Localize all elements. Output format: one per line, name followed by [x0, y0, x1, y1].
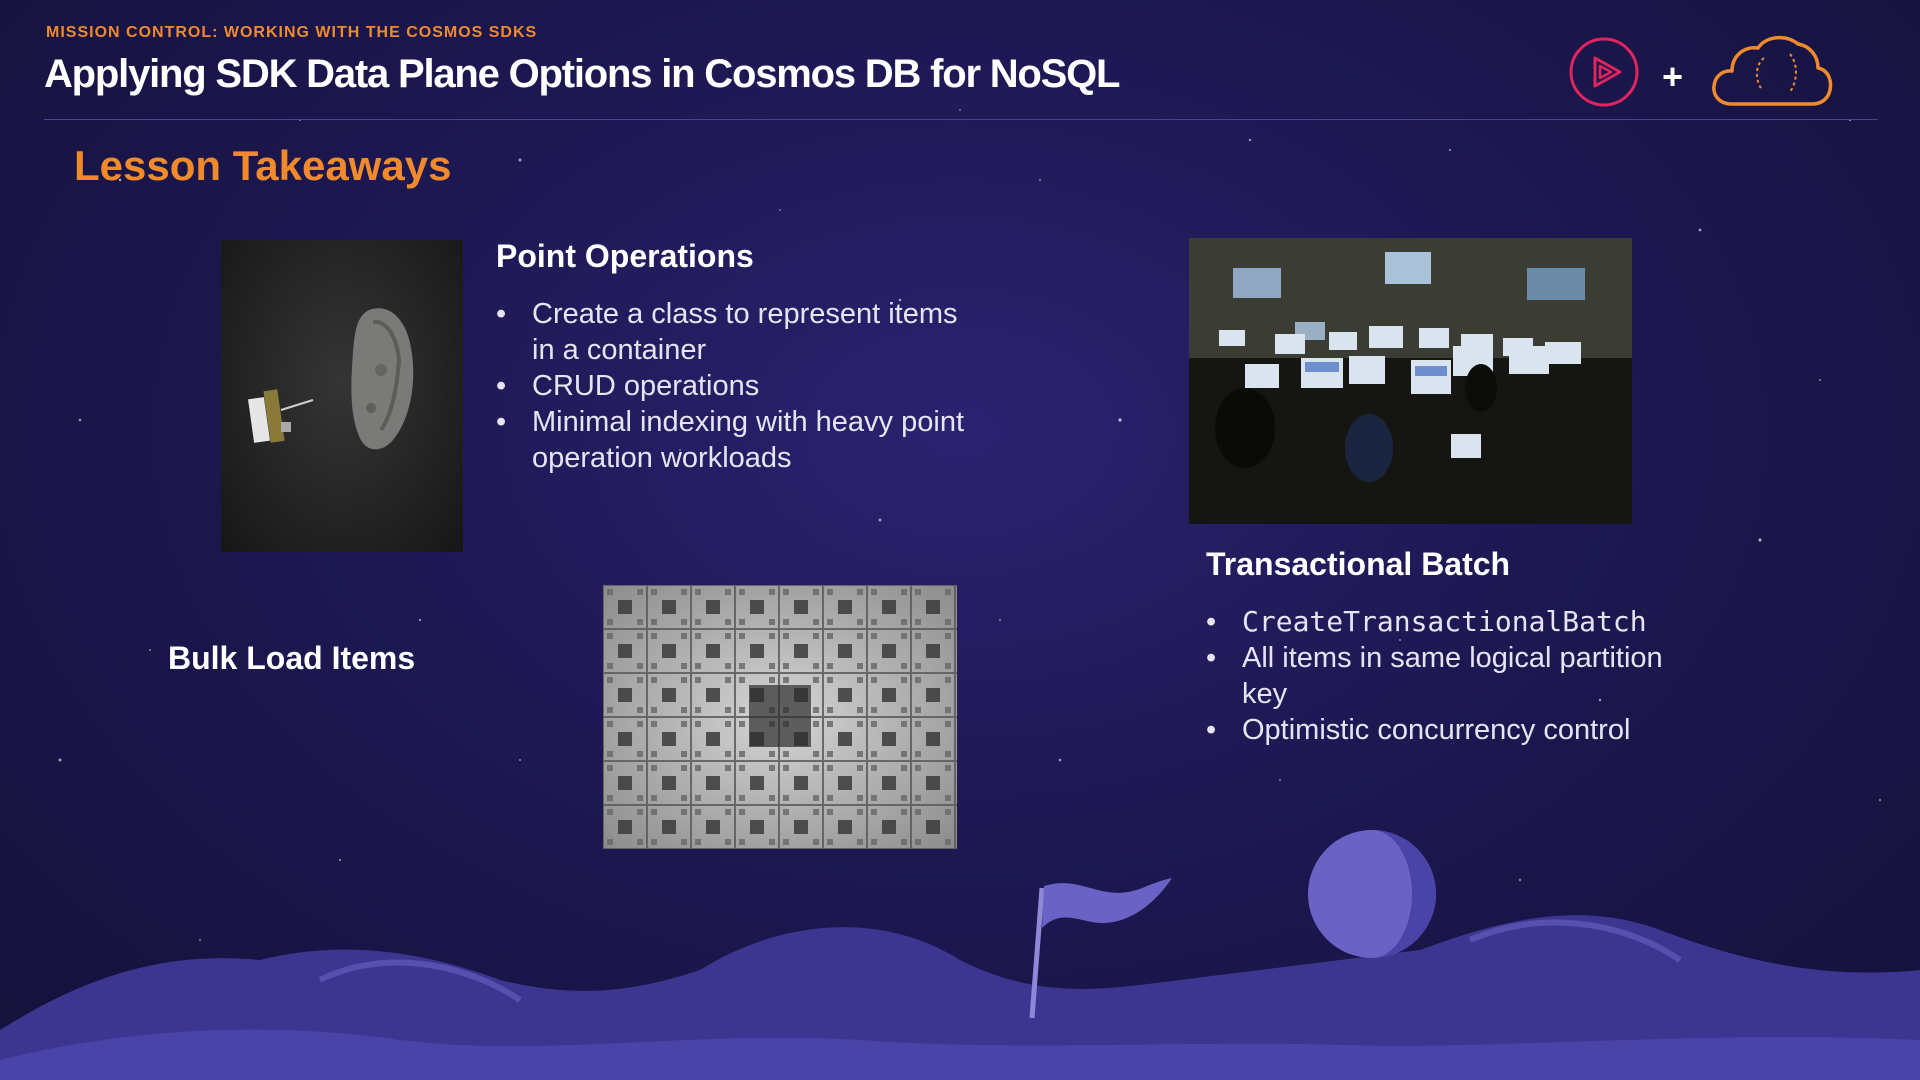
bulk-load-heading: Bulk Load Items	[168, 640, 416, 676]
control-room-illustration	[1189, 238, 1632, 524]
asteroid-image	[221, 240, 463, 552]
point-operations-list: Create a class to represent items in a c…	[496, 296, 976, 476]
control-room-image	[1189, 238, 1632, 524]
fractal-illustration	[603, 585, 957, 849]
list-item: Optimistic concurrency control	[1206, 712, 1706, 748]
list-item: Create a class to represent items in a c…	[496, 296, 976, 368]
code-text: CreateTransactionalBatch	[1242, 605, 1647, 638]
header-divider	[44, 119, 1878, 120]
transactional-batch-heading: Transactional Batch	[1206, 546, 1511, 582]
header-subtitle: MISSION CONTROL: WORKING WITH THE COSMOS…	[46, 24, 538, 41]
point-operations-heading: Point Operations	[496, 238, 754, 274]
page-title: Applying SDK Data Plane Options in Cosmo…	[44, 52, 1120, 96]
logo-plus-sign: +	[1662, 56, 1684, 97]
list-item: CreateTransactionalBatch	[1206, 604, 1706, 640]
lesson-title: Lesson Takeaways	[74, 142, 452, 189]
fractal-image	[603, 585, 957, 849]
moon-icon	[1308, 830, 1436, 958]
list-item: Minimal indexing with heavy point operat…	[496, 404, 976, 476]
transactional-batch-list: CreateTransactionalBatch All items in sa…	[1206, 604, 1706, 748]
moon-landscape-illustration	[0, 915, 1920, 1080]
play-logo-icon	[1569, 37, 1639, 107]
cloud-logo-icon	[1712, 35, 1833, 106]
list-item: All items in same logical partition key	[1206, 640, 1706, 712]
flag-icon	[1029, 878, 1172, 1018]
asteroid-illustration	[248, 308, 414, 450]
list-item: CRUD operations	[496, 368, 976, 404]
